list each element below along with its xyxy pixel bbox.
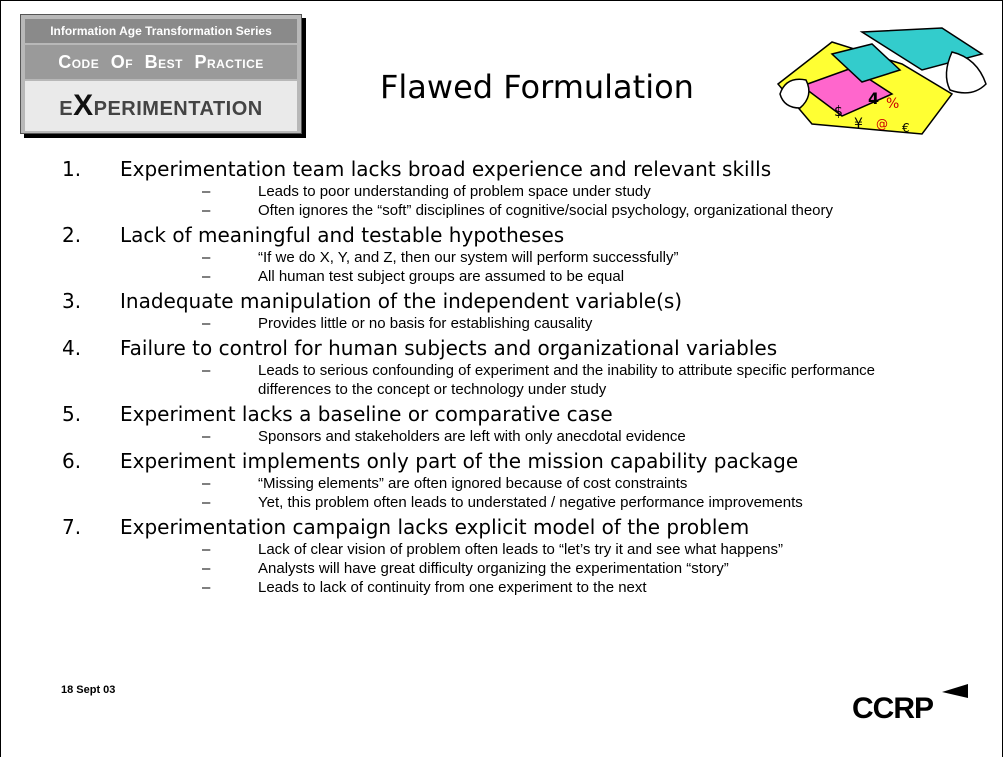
list-item-number: 3. (62, 289, 82, 313)
code-of-best-practice: CODE OF BEST PRACTICE (25, 45, 297, 79)
sub-bullet: – All human test subject groups are assum… (202, 267, 960, 286)
finance-clipart-icon: 4 % $ ¥ @ € (776, 27, 987, 135)
list-item-number: 5. (62, 402, 82, 426)
sub-bullet-dash: – (202, 249, 211, 266)
slide-border-top (0, 0, 1003, 1)
experimentation-wordmark: EXPERIMENTATION (25, 81, 297, 131)
sub-bullet-text: Lack of clear vision of problem often le… (258, 541, 784, 558)
list-item-heading: Failure to control for human subjects an… (120, 336, 778, 360)
code-letters-ractice: RACTICE (206, 57, 264, 71)
list-item: 5. Experiment lacks a baseline or compara… (60, 401, 960, 427)
sub-bullet-text: Analysts will have great difficulty orga… (258, 560, 729, 577)
exp-letter-x: X (73, 89, 94, 122)
code-letter-p: P (194, 52, 207, 72)
sub-bullet-dash: – (202, 315, 211, 332)
sub-bullet-dash: – (202, 579, 211, 596)
list-item-heading: Experimentation campaign lacks explicit … (120, 515, 750, 539)
sub-bullet-dash: – (202, 475, 211, 492)
sub-bullet: – Yet, this problem often leads to unders… (202, 493, 960, 512)
ccrp-logo: CCRP (852, 684, 968, 724)
code-letter-f: F (125, 57, 134, 71)
sub-bullet: – “Missing elements” are often ignored be… (202, 474, 960, 493)
sub-bullet: – Provides little or no basis for establi… (202, 314, 960, 333)
list-item: 1. Experimentation team lacks broad exper… (60, 156, 960, 182)
sub-bullet-text: Leads to poor understanding of problem s… (258, 183, 651, 200)
sub-bullet-dash: – (202, 494, 211, 511)
sub-bullet-dash: – (202, 362, 211, 379)
list-item-heading: Inadequate manipulation of the independe… (120, 289, 683, 313)
sub-bullet-dash: – (202, 428, 211, 445)
sub-bullet-text: “Missing elements” are often ignored bec… (258, 475, 688, 492)
footer-date: 18 Sept 03 (61, 684, 116, 696)
svg-text:@: @ (876, 117, 888, 131)
sub-bullet: – Leads to poor understanding of problem … (202, 182, 960, 201)
list-item: 3. Inadequate manipulation of the indepen… (60, 288, 960, 314)
list-item: 7. Experimentation campaign lacks explici… (60, 514, 960, 540)
svg-text:%: % (886, 96, 899, 112)
code-letter-b: B (144, 52, 159, 72)
svg-text:CCRP: CCRP (852, 692, 933, 724)
sub-bullet: – Sponsors and stakeholders are left with… (202, 427, 960, 446)
list-item: 6. Experiment implements only part of the… (60, 448, 960, 474)
list-item-number: 2. (62, 223, 82, 247)
sub-bullet: – Leads to serious confounding of experim… (202, 361, 960, 399)
list-item-number: 1. (62, 157, 82, 181)
sub-bullet-text: “If we do X, Y, and Z, then our system w… (258, 249, 679, 266)
content-list: 1. Experimentation team lacks broad exper… (60, 154, 960, 597)
list-item-heading: Experiment lacks a baseline or comparati… (120, 402, 613, 426)
series-logo-panel: Information Age Transformation Series CO… (20, 14, 302, 134)
sub-bullet-dash: – (202, 268, 211, 285)
list-item-heading: Lack of meaningful and testable hypothes… (120, 223, 565, 247)
sub-bullet-dash: – (202, 560, 211, 577)
sub-bullet-dash: – (202, 183, 211, 200)
sub-bullet-dash: – (202, 202, 211, 219)
exp-letters-rest: PERIMENTATION (93, 98, 263, 120)
sub-bullet: – Analysts will have great difficulty org… (202, 559, 960, 578)
sub-bullet-text: Yet, this problem often leads to underst… (258, 494, 803, 511)
sub-bullet: – “If we do X, Y, and Z, then our system … (202, 248, 960, 267)
svg-text:€: € (902, 121, 910, 135)
svg-text:4: 4 (868, 89, 879, 108)
sub-bullet-dash: – (202, 541, 211, 558)
list-item: 4. Failure to control for human subjects … (60, 335, 960, 361)
sub-bullet: – Leads to lack of continuity from one ex… (202, 578, 960, 597)
code-letter-o: O (110, 52, 126, 72)
list-item-number: 7. (62, 515, 82, 539)
list-item-heading: Experimentation team lacks broad experie… (120, 157, 772, 181)
slide-title: Flawed Formulation (380, 68, 694, 106)
sub-bullet-text: Leads to lack of continuity from one exp… (258, 579, 647, 596)
sub-bullet-text: Sponsors and stakeholders are left with … (258, 428, 686, 445)
list-item: 2. Lack of meaningful and testable hypoth… (60, 222, 960, 248)
series-logo: Information Age Transformation Series CO… (20, 14, 302, 134)
series-name: Information Age Transformation Series (25, 19, 297, 43)
code-letters-est: EST (158, 57, 183, 71)
sub-bullet: – Lack of clear vision of problem often l… (202, 540, 960, 559)
slide-border-left (0, 0, 1, 757)
list-item-heading: Experiment implements only part of the m… (120, 449, 799, 473)
list-item-number: 6. (62, 449, 82, 473)
sub-bullet-text: Leads to serious confounding of experime… (258, 362, 876, 398)
sub-bullet-text: All human test subject groups are assume… (258, 268, 625, 285)
code-letters-ode: ODE (71, 57, 100, 71)
sub-bullet-text: Provides little or no basis for establis… (258, 315, 593, 332)
sub-bullet: – Often ignores the “soft” disciplines of… (202, 201, 960, 220)
svg-text:$: $ (834, 104, 843, 120)
svg-text:¥: ¥ (854, 116, 863, 132)
list-item-number: 4. (62, 336, 82, 360)
code-letter-c: C (58, 52, 72, 72)
sub-bullet-text: Often ignores the “soft” disciplines of … (258, 202, 834, 219)
exp-letter-e: E (59, 98, 74, 120)
